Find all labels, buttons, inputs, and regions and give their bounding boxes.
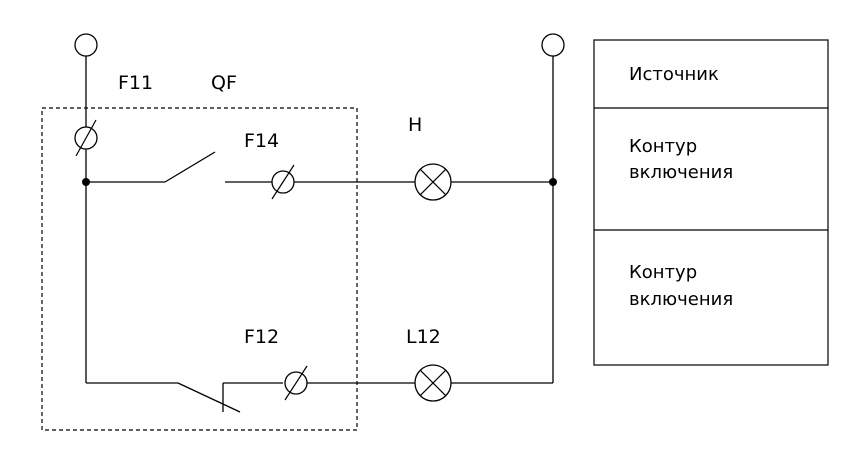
qf-normally-closed-contact[interactable]	[177, 382, 241, 413]
legend-row-circuit-line2: включения	[629, 289, 733, 310]
label-h: H	[408, 114, 422, 136]
legend-row-circuit-line1: Контур	[629, 262, 697, 283]
right-junction-node	[549, 178, 557, 186]
qf-enclosure	[41, 107, 358, 431]
label-f12: F12	[244, 326, 279, 348]
left-junction-node	[82, 178, 90, 186]
label-l12: L12	[406, 326, 441, 348]
legend-table: Источник Контур включения Контур включен…	[593, 39, 829, 366]
f12-fuse[interactable]	[284, 365, 308, 401]
legend-row-source: Источник	[629, 64, 719, 85]
f14-fuse[interactable]	[271, 164, 295, 200]
label-f11: F11	[118, 72, 153, 94]
left-supply-terminal[interactable]	[74, 33, 98, 57]
l12-lamp[interactable]	[414, 364, 452, 402]
label-f14: F14	[244, 130, 279, 152]
label-qf: QF	[211, 72, 237, 94]
f11-fuse[interactable]	[74, 119, 98, 157]
h-lamp[interactable]	[414, 163, 452, 201]
legend-row-switching-line2: включения	[629, 162, 733, 183]
right-supply-terminal[interactable]	[541, 33, 565, 57]
qf-normally-open-contact[interactable]	[164, 151, 216, 183]
legend-row-switching-line1: Контур	[629, 136, 697, 157]
